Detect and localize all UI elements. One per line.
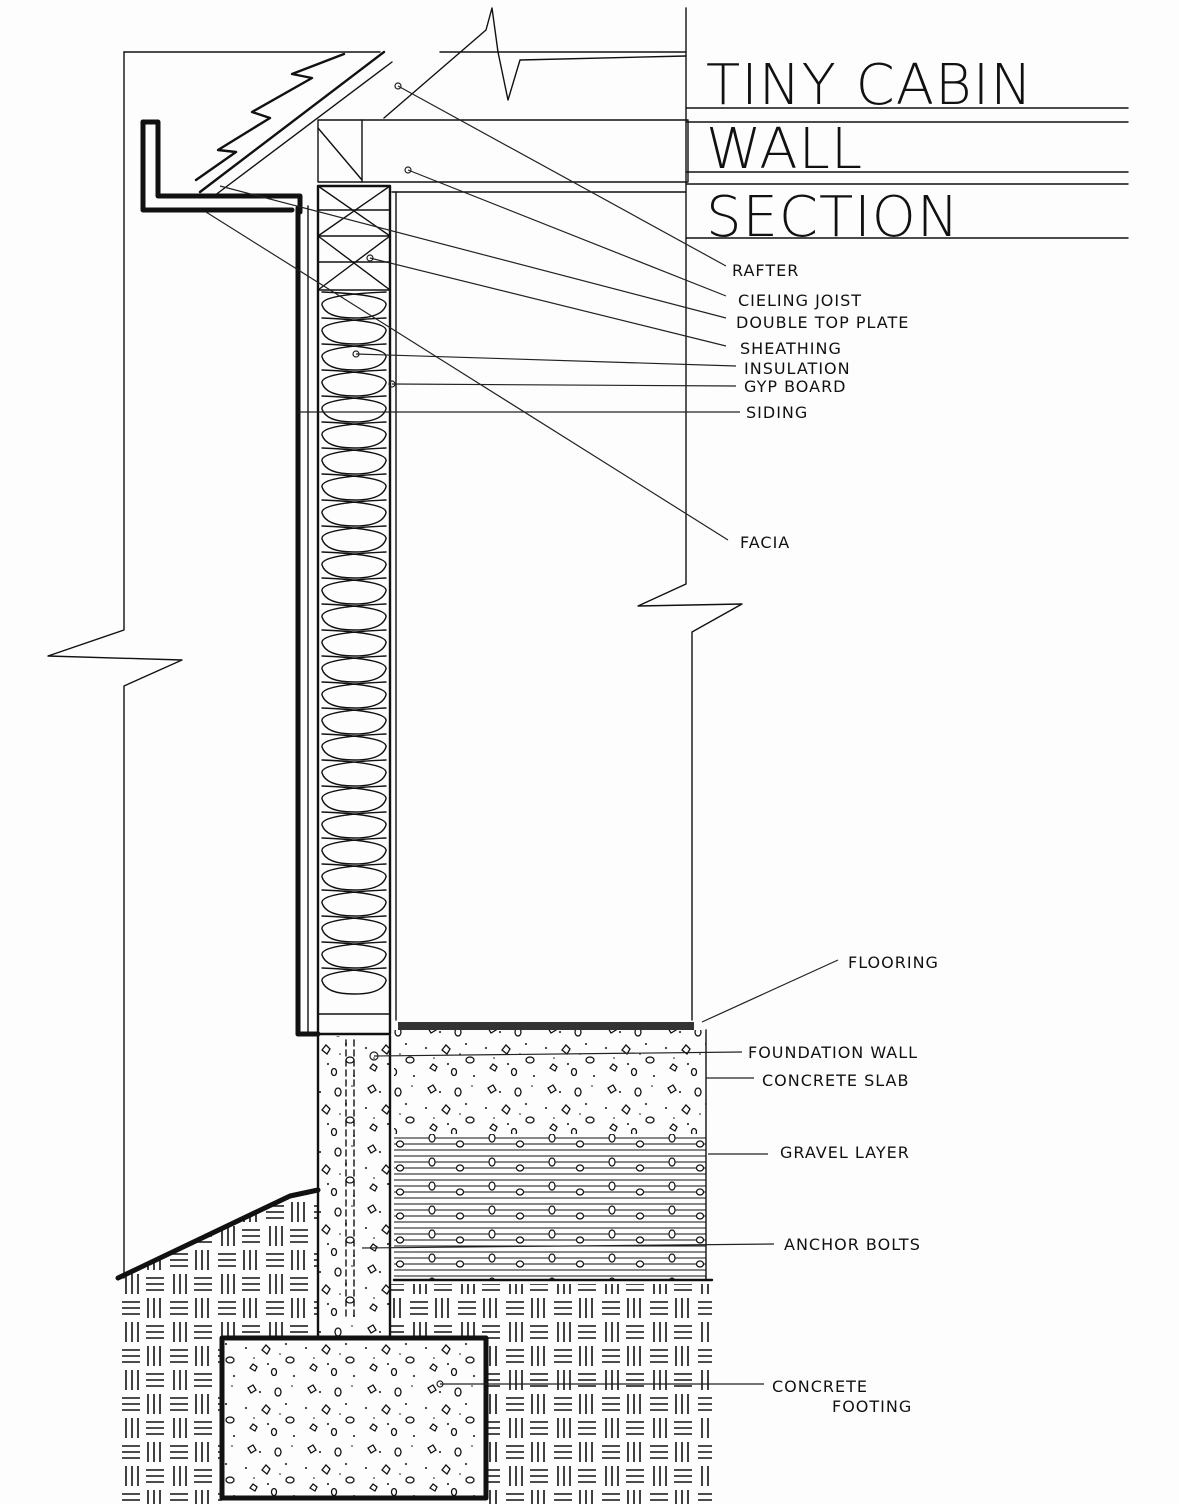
roof-assembly xyxy=(140,7,689,215)
title-block: TINY CABIN WALL SECTION xyxy=(685,53,1129,250)
label-double-top-plate: DOUBLE TOP PLATE xyxy=(736,313,909,332)
soil xyxy=(115,1187,712,1504)
title-line-3: SECTION xyxy=(706,185,960,250)
section-border xyxy=(47,7,743,1279)
label-sheathing: SHEATHING xyxy=(740,339,842,358)
label-facia: FACIA xyxy=(740,533,790,552)
label-anchor-bolts: ANCHOR BOLTS xyxy=(784,1235,921,1254)
label-ceiling-joist: CIELING JOIST xyxy=(738,291,862,310)
label-gyp-board: GYP BOARD xyxy=(744,377,847,396)
label-rafter: RAFTER xyxy=(732,261,799,280)
title-line-2: WALL xyxy=(706,117,863,182)
insulation-batt xyxy=(321,291,387,995)
label-gravel-layer: GRAVEL LAYER xyxy=(780,1143,910,1162)
label-foundation-wall: FOUNDATION WALL xyxy=(748,1043,918,1062)
label-insulation: INSULATION xyxy=(744,359,851,378)
title-line-1: TINY CABIN xyxy=(706,53,1033,118)
floor-slab-assembly xyxy=(392,1022,714,1282)
concrete-footing xyxy=(219,1335,489,1501)
foundation-wall xyxy=(316,1034,392,1340)
labels: RAFTER CIELING JOIST DOUBLE TOP PLATE SH… xyxy=(732,261,939,1416)
label-concrete-footing-2: FOOTING xyxy=(832,1397,912,1416)
leader-lines xyxy=(205,82,839,1388)
stud-wall xyxy=(295,184,397,1037)
label-flooring: FLOORING xyxy=(848,953,939,972)
label-concrete-slab: CONCRETE SLAB xyxy=(762,1071,909,1090)
label-concrete-footing-1: CONCRETE xyxy=(772,1377,868,1396)
label-siding: SIDING xyxy=(746,403,808,422)
